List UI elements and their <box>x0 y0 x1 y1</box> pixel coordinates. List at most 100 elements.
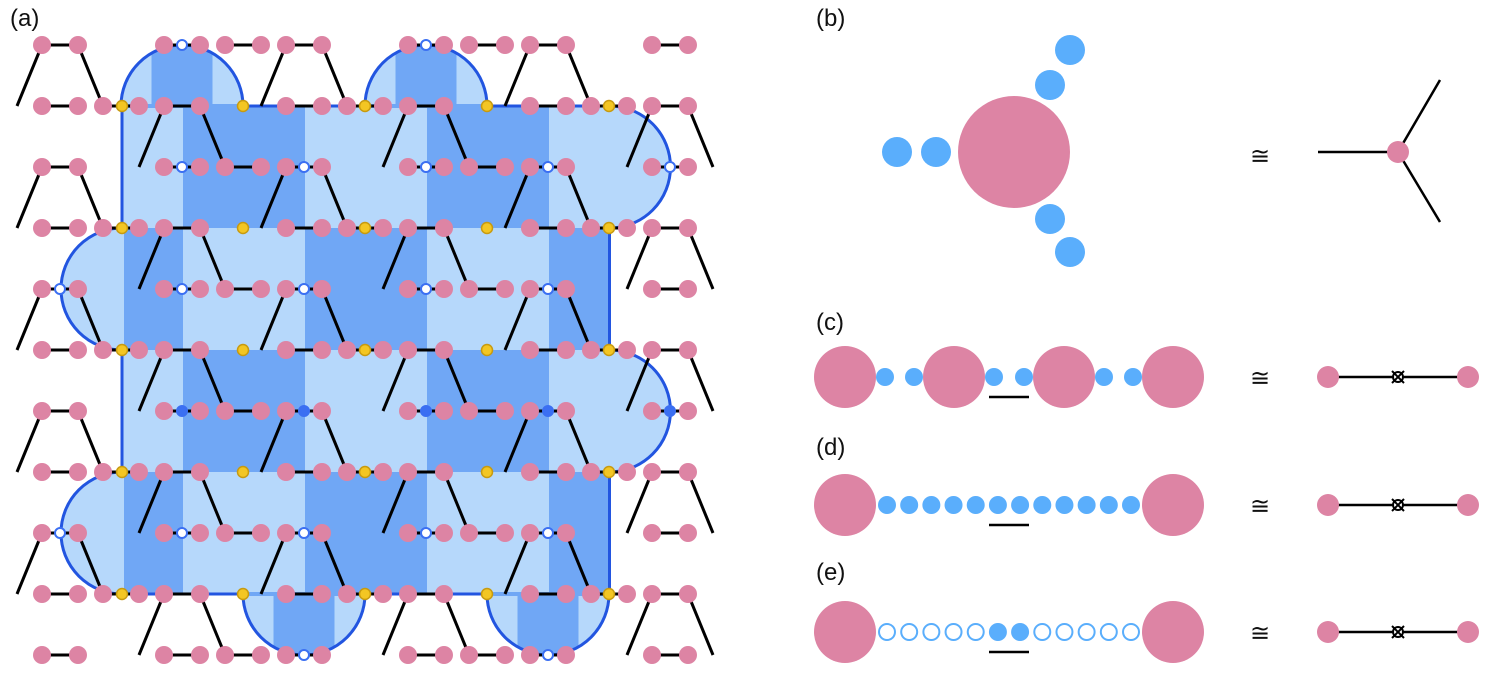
plaquette-cell <box>549 350 610 412</box>
pink-site <box>435 158 453 176</box>
pink-site <box>496 158 514 176</box>
pink-site <box>94 97 112 115</box>
pink-site <box>69 463 87 481</box>
pink-site <box>399 219 417 237</box>
yellow-site <box>480 343 494 357</box>
pink-site <box>557 402 575 420</box>
pink-site <box>130 341 148 359</box>
pink-site <box>435 524 453 542</box>
panel-label-b: (b) <box>816 5 845 32</box>
pink-site <box>435 341 453 359</box>
bond <box>320 410 349 473</box>
pink-site <box>399 646 417 664</box>
vertex <box>1317 366 1339 388</box>
plaquette-cell <box>122 167 184 229</box>
pink-site <box>679 524 697 542</box>
bond <box>76 44 105 107</box>
pink-site <box>814 474 876 536</box>
plaquette-cell <box>488 106 550 168</box>
bond <box>442 593 471 656</box>
pink-site <box>521 585 539 603</box>
pink-site <box>643 280 661 298</box>
yellow-site <box>602 221 616 235</box>
bond <box>686 349 715 412</box>
pink-site <box>69 341 87 359</box>
plaquette-cell <box>488 350 550 412</box>
blue-site <box>542 283 554 295</box>
pink-site <box>277 524 295 542</box>
pink-site <box>643 646 661 664</box>
blue-site <box>298 161 310 173</box>
pink-site <box>33 341 51 359</box>
yellow-site <box>236 221 250 235</box>
pink-site <box>94 341 112 359</box>
pink-site <box>521 97 539 115</box>
plaquette-cell <box>305 228 367 290</box>
vertex <box>1317 621 1339 643</box>
bond <box>320 532 349 595</box>
pink-site <box>33 36 51 54</box>
pink-site <box>496 36 514 54</box>
pink-site <box>155 463 173 481</box>
bond <box>381 593 410 656</box>
pink-site <box>33 158 51 176</box>
pink-site <box>191 341 209 359</box>
pink-site <box>557 585 575 603</box>
pink-site <box>435 585 453 603</box>
yellow-site <box>236 99 250 113</box>
pink-site <box>643 402 661 420</box>
yellow-site <box>480 99 494 113</box>
pink-site <box>460 402 478 420</box>
pink-site <box>338 219 356 237</box>
panel-label-e: (e) <box>816 559 845 586</box>
plaquette-cell <box>427 167 489 229</box>
blue-site <box>298 283 310 295</box>
pink-site <box>155 646 173 664</box>
pink-site <box>679 280 697 298</box>
bond <box>686 227 715 290</box>
pink-site <box>643 158 661 176</box>
bond <box>198 471 227 534</box>
blue-site <box>420 39 432 51</box>
pink-site <box>679 463 697 481</box>
bond <box>625 349 654 412</box>
pink-site <box>521 219 539 237</box>
pink-site <box>435 219 453 237</box>
open-site <box>878 623 896 641</box>
bond <box>442 227 471 290</box>
equiv-symbol: ≅ <box>1250 493 1270 520</box>
pink-site <box>399 402 417 420</box>
pink-site <box>582 219 600 237</box>
pink-site <box>435 97 453 115</box>
plaquette-cell <box>305 472 367 534</box>
pink-site <box>338 97 356 115</box>
pink-site <box>69 36 87 54</box>
bond <box>198 593 227 656</box>
yellow-site <box>602 99 616 113</box>
pink-site <box>557 280 575 298</box>
open-site <box>922 623 941 641</box>
plaquette-cell <box>244 472 306 534</box>
plaquette-cell <box>183 167 245 229</box>
pink-site <box>557 524 575 542</box>
pink-site <box>155 585 173 603</box>
plaquette-cell <box>366 411 428 473</box>
pink-site <box>460 524 478 542</box>
bond <box>198 349 227 412</box>
pink-site <box>338 463 356 481</box>
pink-site <box>460 158 478 176</box>
pink-site <box>191 463 209 481</box>
pink-site <box>277 219 295 237</box>
plaquette-cell <box>122 289 184 351</box>
plaquette-cell <box>122 411 184 473</box>
plaquette-cell <box>305 106 367 168</box>
pink-site <box>252 280 270 298</box>
crossed-marker <box>1391 498 1405 512</box>
blue-site <box>420 283 432 295</box>
pink-site <box>923 346 985 408</box>
pink-site <box>618 97 636 115</box>
lattice-panel <box>15 36 715 664</box>
bond <box>442 105 471 168</box>
blue-site <box>988 496 1007 514</box>
